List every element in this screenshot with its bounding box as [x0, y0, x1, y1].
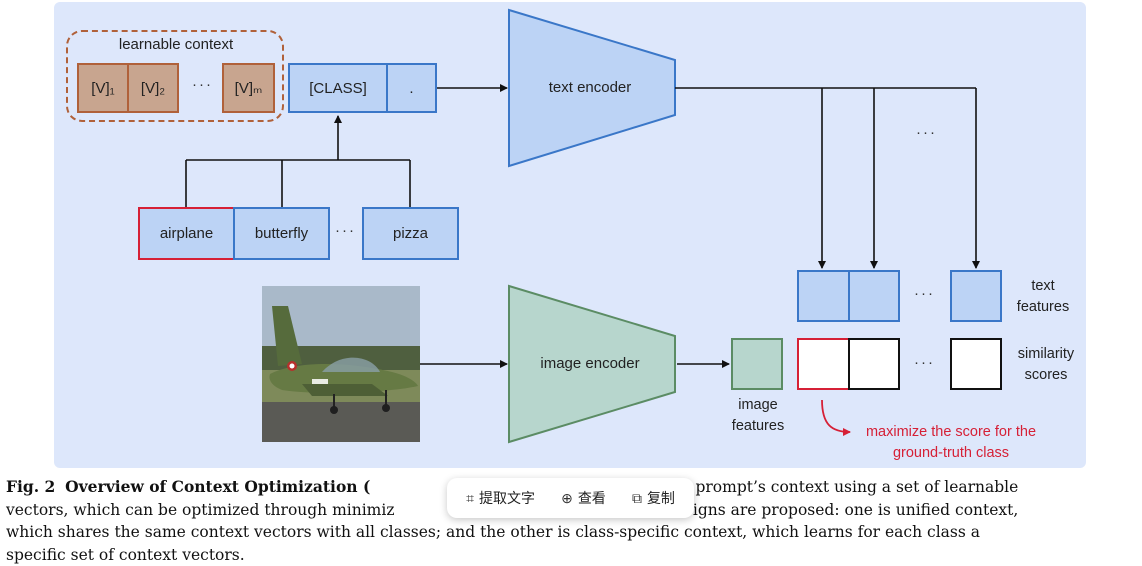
text-selection-popup: ⌗ 提取文字 ⊕ 查看 ⧉ 复制 [447, 478, 694, 518]
copy-button[interactable]: ⧉ 复制 [632, 488, 675, 508]
caption-fig-label: Fig. 2 [6, 477, 55, 496]
caption-line4: specific set of context vectors. [6, 544, 1138, 566]
view-label: 查看 [578, 488, 606, 508]
copy-icon: ⧉ [632, 490, 642, 507]
caption-title: Overview of Context Optimization ( [65, 477, 370, 496]
copy-label: 复制 [647, 488, 675, 508]
extract-text-label: 提取文字 [479, 488, 535, 508]
text-encoder-output-ellipsis: ··· [916, 124, 937, 141]
caption-line3: which shares the same context vectors wi… [6, 521, 1138, 544]
extract-text-button[interactable]: ⌗ 提取文字 [466, 488, 535, 508]
image-encoder-label: image encoder [520, 355, 660, 372]
scan-text-icon: ⌗ [466, 490, 474, 507]
view-button[interactable]: ⊕ 查看 [561, 488, 606, 508]
text-encoder-label: text encoder [520, 79, 660, 96]
airplane-photo [262, 286, 420, 442]
zoom-in-icon: ⊕ [561, 490, 573, 507]
caption-line2-left: vectors, which can be optimized through … [6, 501, 395, 519]
